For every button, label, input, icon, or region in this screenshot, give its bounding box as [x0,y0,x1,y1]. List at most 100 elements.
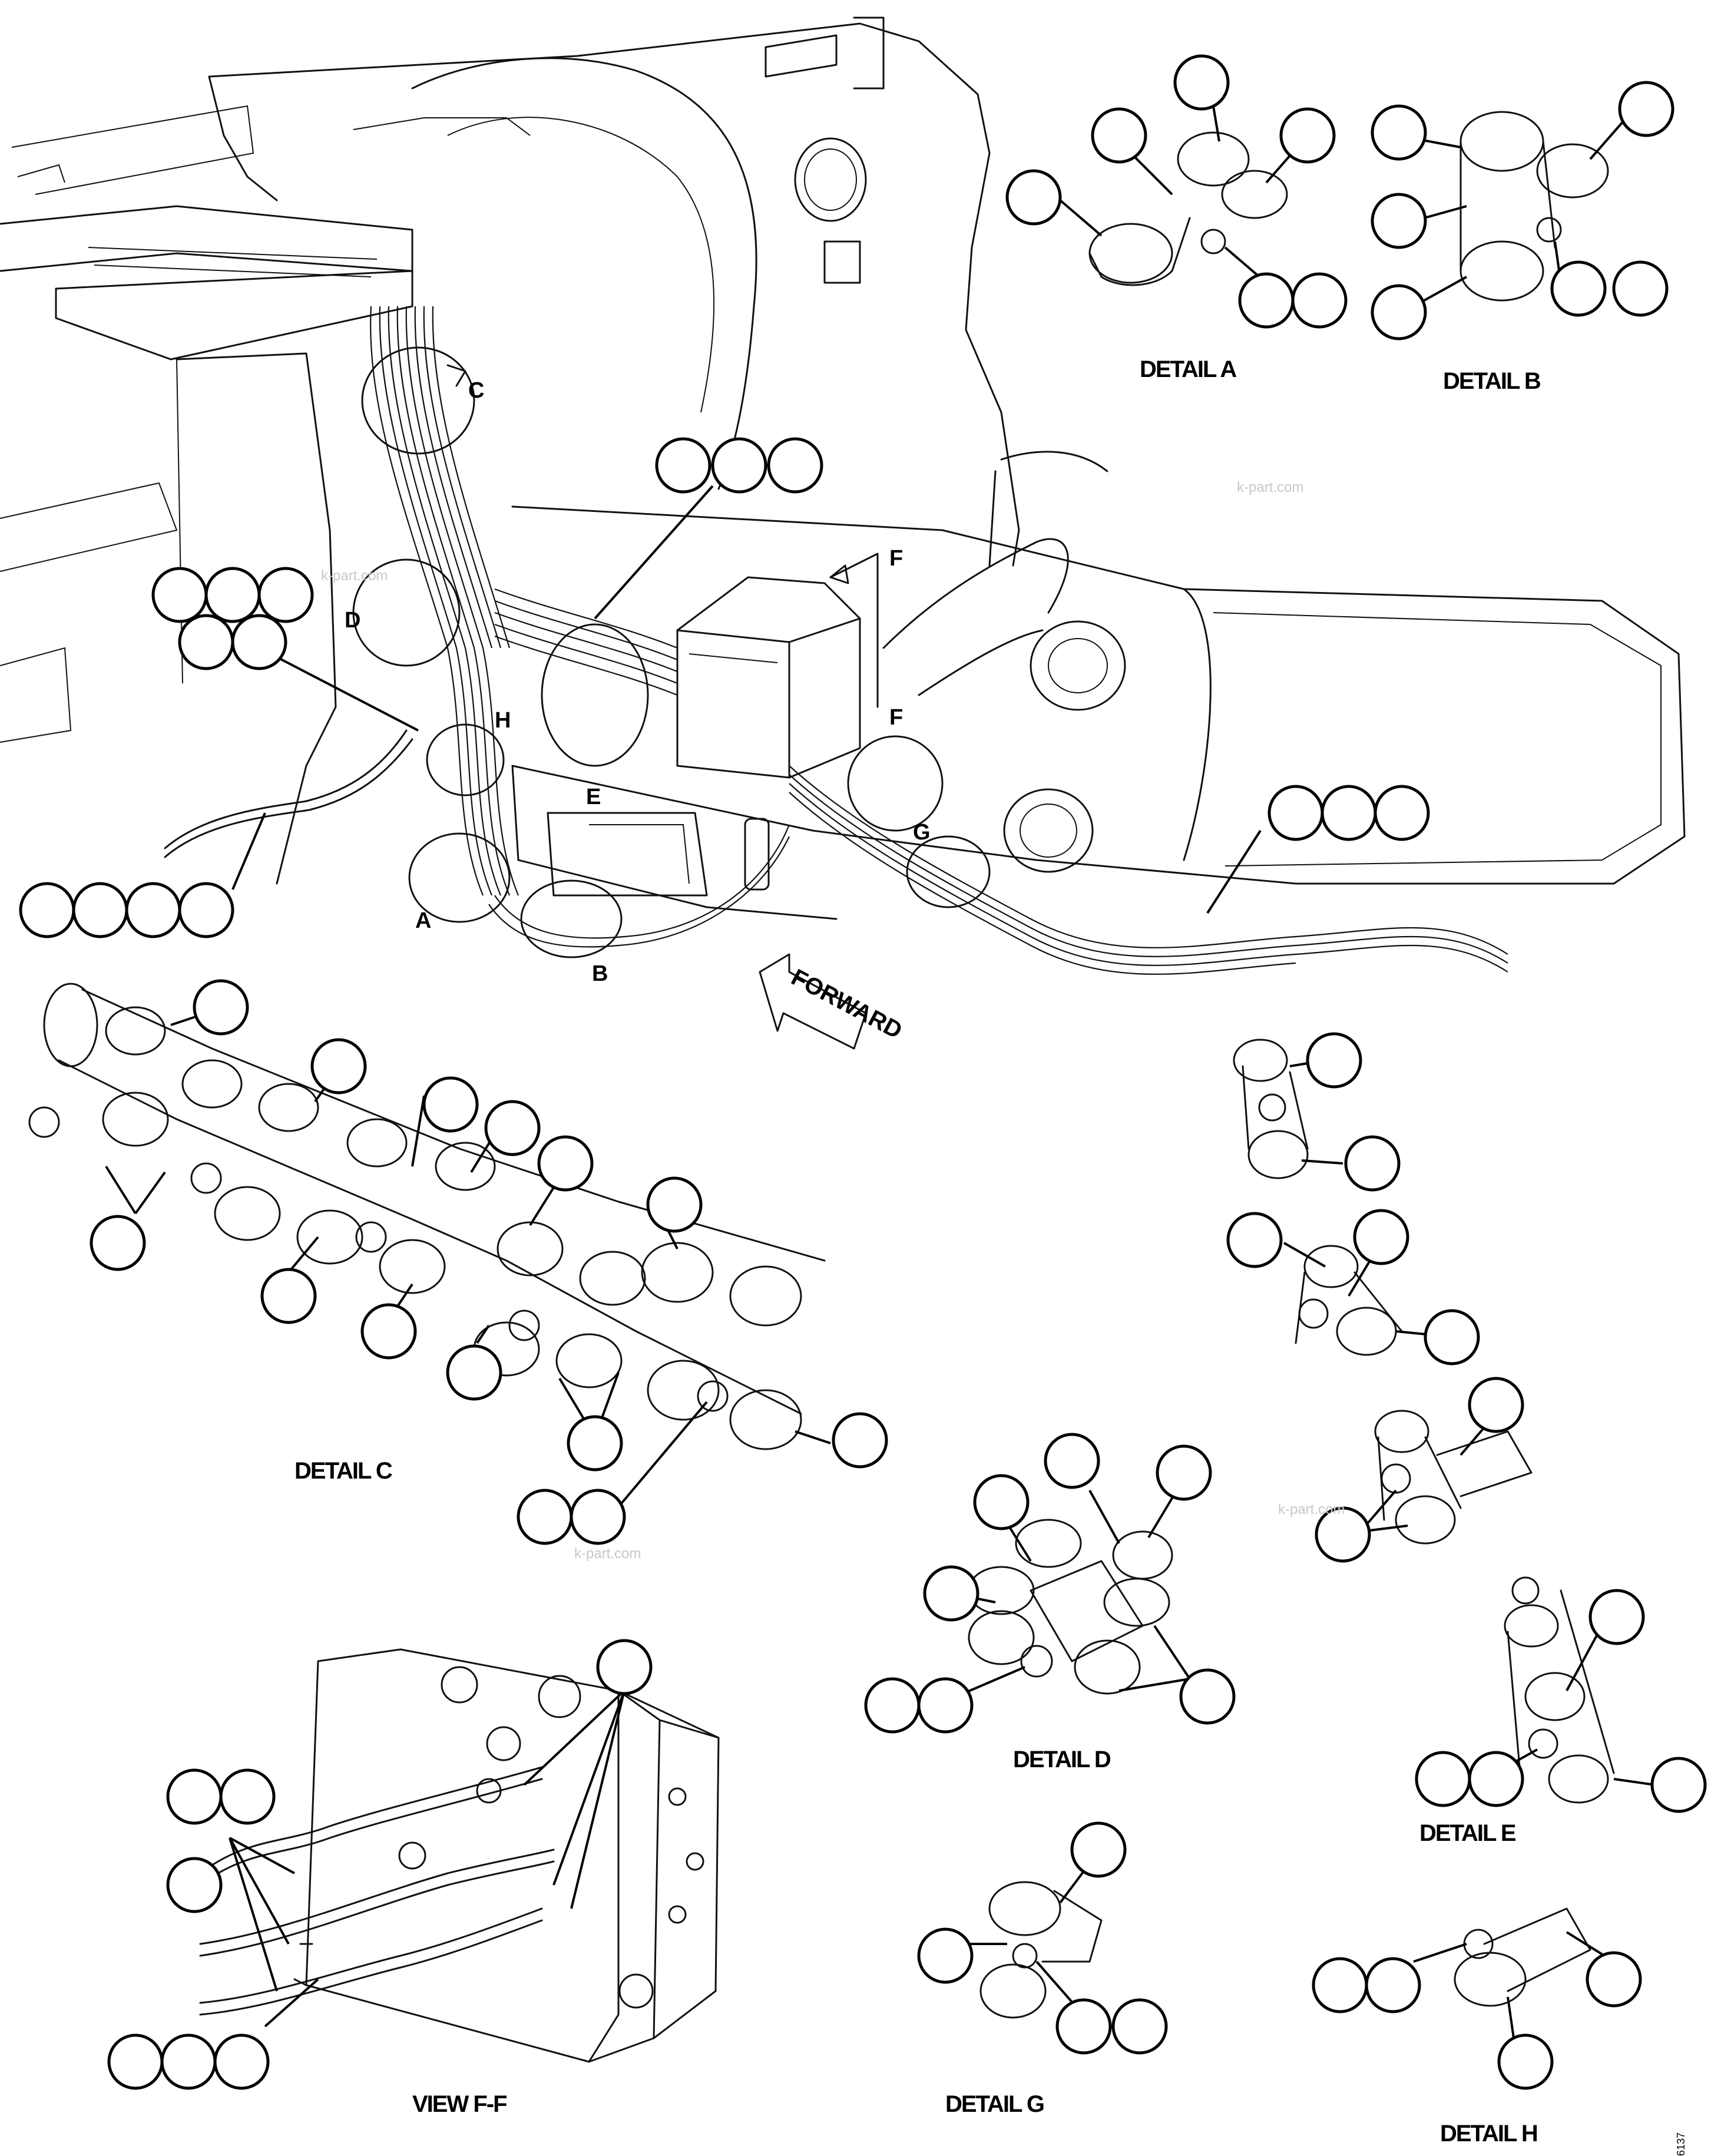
callout-balloon [213,2033,270,2090]
detail-d: DETAIL D [864,1433,1236,1773]
callout-balloon [1588,1589,1645,1645]
view-letter-f-top: F [889,546,903,571]
callout-balloon [1344,1135,1401,1192]
view-letter-h: H [495,708,511,733]
unlabeled-clamp-detail-2 [1226,1209,1480,1365]
callout-balloon [570,1489,626,1545]
callout-balloon [1374,785,1430,841]
callout-balloon [1005,169,1062,226]
callout-balloon [151,567,208,623]
callout-balloon [1321,785,1377,841]
callout-balloon [1173,54,1230,111]
callout-balloon [166,1768,223,1825]
callout-balloon [257,567,314,623]
detail-c: DETAIL C [28,979,888,1545]
callout-balloon [446,1344,502,1401]
unlabeled-clamp-detail-3 [1315,1377,1533,1563]
callout-balloon [517,1489,573,1545]
callout-balloon [917,1927,974,1984]
callout-balloon [1415,1751,1471,1807]
callout-balloon [567,1415,623,1471]
callout-balloon [422,1076,479,1133]
callout-balloon [1424,1309,1480,1365]
main-frame-assembly: FORWARD [0,16,1686,1050]
callout-balloon [1312,1957,1368,2013]
detail-a: DETAIL A [1005,54,1348,382]
callout-balloon [178,614,234,670]
callout-balloon [166,1857,223,1913]
callout-balloon [1179,1668,1236,1725]
callout-balloon [1291,272,1348,329]
callout-balloon [1371,193,1427,249]
figure-number: 6137 [1675,2132,1687,2156]
callout-balloon [646,1176,703,1233]
callout-balloon [1315,1506,1371,1563]
unlabeled-clamp-detail-1 [1233,1032,1401,1192]
detail-e: DETAIL E [1415,1576,1707,1846]
view-letter-c: C [468,378,484,403]
callout-balloon [1497,2033,1554,2090]
detail-d-caption: DETAIL D [1013,1747,1111,1773]
detail-b: DETAIL B [1371,81,1674,394]
callout-balloon [219,1768,276,1825]
forward-arrow: FORWARD [759,953,906,1050]
view-indicators: C D H E A B G F F [345,346,944,986]
callout-balloon [160,2033,217,2090]
view-letter-b: B [592,961,608,986]
callout-balloon [90,1215,146,1271]
detail-e-caption: DETAIL E [1419,1820,1516,1846]
callout-balloon [193,979,249,1036]
callout-balloon [1156,1444,1212,1501]
view-ff: VIEW F-F [107,1639,720,2117]
callout-balloon [1612,260,1669,317]
callout-balloon [1111,1998,1168,2055]
main-callouts [19,437,1430,938]
callout-balloon [125,882,181,938]
view-ff-caption: VIEW F-F [412,2091,507,2117]
watermark: k-part.com [321,568,388,584]
callout-balloon [72,882,128,938]
callout-balloon [1650,1757,1707,1813]
watermark: k-part.com [574,1546,641,1562]
callout-balloon [711,437,767,494]
callout-balloon [1226,1212,1283,1268]
callout-balloon [260,1268,317,1324]
callout-balloon [1586,1951,1642,2008]
detail-b-caption: DETAIL B [1443,368,1541,394]
callout-balloon [1238,272,1295,329]
callout-balloon [596,1639,653,1695]
callout-balloon [1550,260,1607,317]
view-letter-a: A [415,908,431,933]
view-letter-g: G [913,820,931,845]
watermark: k-part.com [1237,480,1303,495]
view-letter-d: D [345,608,360,633]
callout-balloon [767,437,823,494]
callout-balloon [1091,107,1147,164]
main-hose-bundle [164,306,1508,975]
callout-balloon [1279,107,1336,164]
callout-balloon [832,1412,888,1469]
detail-c-caption: DETAIL C [294,1458,392,1484]
callout-balloon [1353,1209,1409,1265]
callout-balloon [360,1303,417,1360]
detail-g: DETAIL G [917,1821,1168,2117]
detail-g-caption: DETAIL G [945,2091,1044,2117]
callout-balloon [231,614,287,670]
callout-balloon [107,2033,164,2090]
callout-balloon [204,567,261,623]
callout-balloon [1371,284,1427,340]
forward-label: FORWARD [787,964,906,1044]
callout-balloon [864,1677,921,1734]
detail-h-caption: DETAIL H [1440,2121,1537,2147]
callout-balloon [484,1100,541,1156]
callout-balloon [917,1677,974,1734]
callout-balloon [310,1038,367,1094]
detail-h: DETAIL H [1312,1907,1642,2147]
view-letter-f-bottom: F [889,705,903,730]
callout-balloon [1618,81,1674,137]
callout-balloon [1267,785,1324,841]
callout-balloon [1468,1377,1524,1433]
watermark: k-part.com [1278,1502,1345,1517]
callout-balloon [178,882,234,938]
